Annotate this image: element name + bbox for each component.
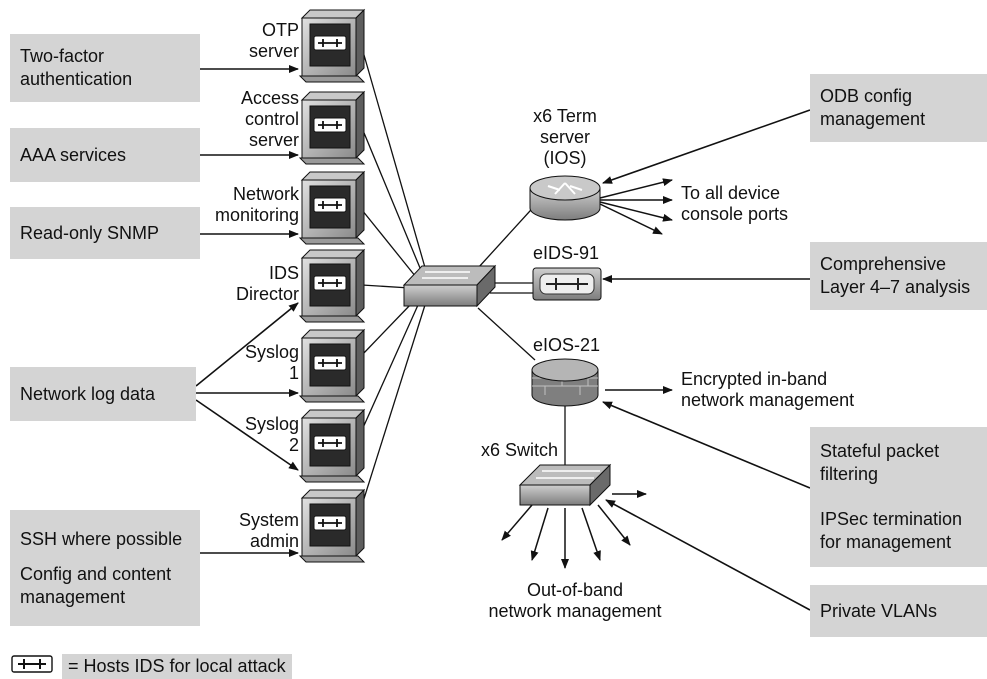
- server-label-ids-director: IDS Director: [235, 263, 299, 304]
- legend-ids-card-icon: [11, 655, 53, 673]
- server-stack: [298, 8, 366, 563]
- encrypted-mgmt-label: Encrypted in-band network management: [681, 369, 855, 410]
- server-icon: [298, 408, 366, 483]
- box-line: Network log data: [20, 383, 156, 404]
- server-icon: [298, 328, 366, 403]
- eids-label: eIDS-91: [533, 243, 600, 263]
- box-line: filtering: [820, 464, 879, 484]
- box-spacer: [820, 486, 977, 508]
- server-links: [361, 47, 429, 506]
- ssh-config-box: SSH where possible Config and content ma…: [10, 510, 200, 626]
- core-links: [477, 199, 566, 472]
- snmp-box: Read-only SNMP: [10, 207, 200, 259]
- box-line: authentication: [20, 69, 133, 89]
- server-icon: [298, 8, 366, 83]
- layer47-box: Comprehensive Layer 4–7 analysis: [810, 242, 987, 310]
- box-line: Comprehensive: [820, 254, 947, 274]
- term-server-label: x6 Term server (IOS): [533, 106, 597, 168]
- box-line: for management: [820, 532, 952, 552]
- server-icon: [298, 248, 366, 323]
- server-label-monitoring: Network monitoring: [214, 184, 299, 225]
- console-arrows: [599, 178, 673, 235]
- server-icon: [298, 90, 366, 165]
- central-switch-icon: [402, 264, 497, 308]
- server-label-otp: OTP server: [248, 20, 299, 61]
- aaa-box: AAA services: [10, 128, 200, 182]
- server-icon: [298, 170, 366, 245]
- stateful-ipsec-box: Stateful packet filtering IPSec terminat…: [810, 427, 987, 567]
- box-line: IPSec termination: [820, 509, 963, 529]
- server-label-acs: Access control server: [240, 88, 299, 150]
- left-arrows: [195, 65, 299, 557]
- ids-sensor-icon: [532, 267, 602, 301]
- console-ports-label: To all device console ports: [681, 183, 789, 224]
- legend-text: = Hosts IDS for local attack: [62, 654, 292, 679]
- eios-label: eIOS-21: [533, 335, 601, 355]
- box-line: Read-only SNMP: [20, 222, 160, 243]
- server-label-sysadmin: System admin: [238, 510, 299, 551]
- x6-switch-icon: [518, 463, 612, 507]
- server-label-syslog2: Syslog 2: [244, 414, 299, 455]
- log-data-box: Network log data: [10, 367, 196, 421]
- box-line: management: [820, 109, 926, 129]
- box-line: Config and content: [20, 563, 172, 584]
- private-vlans-box: Private VLANs: [810, 585, 987, 637]
- two-factor-box: Two-factor authentication: [10, 34, 200, 102]
- box-line: Two-factor: [20, 46, 105, 66]
- right-arrows: [602, 109, 811, 611]
- oob-mgmt-label: Out-of-band network management: [488, 580, 662, 621]
- x6-switch-label: x6 Switch: [481, 440, 559, 460]
- box-line: Layer 4–7 analysis: [820, 277, 971, 297]
- box-line: SSH where possible: [20, 528, 183, 549]
- oob-arrows: [501, 490, 647, 569]
- box-spacer: [20, 551, 190, 563]
- firewall-router-icon: [531, 358, 599, 407]
- box-line: Stateful packet: [820, 441, 940, 461]
- odb-config-box: ODB config management: [810, 74, 987, 142]
- box-line: ODB config: [820, 86, 913, 106]
- box-line: AAA services: [20, 144, 127, 165]
- box-line: management: [20, 586, 126, 607]
- box-line: Private VLANs: [820, 600, 938, 621]
- router-icon: [529, 175, 601, 221]
- server-label-syslog1: Syslog 1: [244, 342, 299, 383]
- server-icon: [298, 488, 366, 563]
